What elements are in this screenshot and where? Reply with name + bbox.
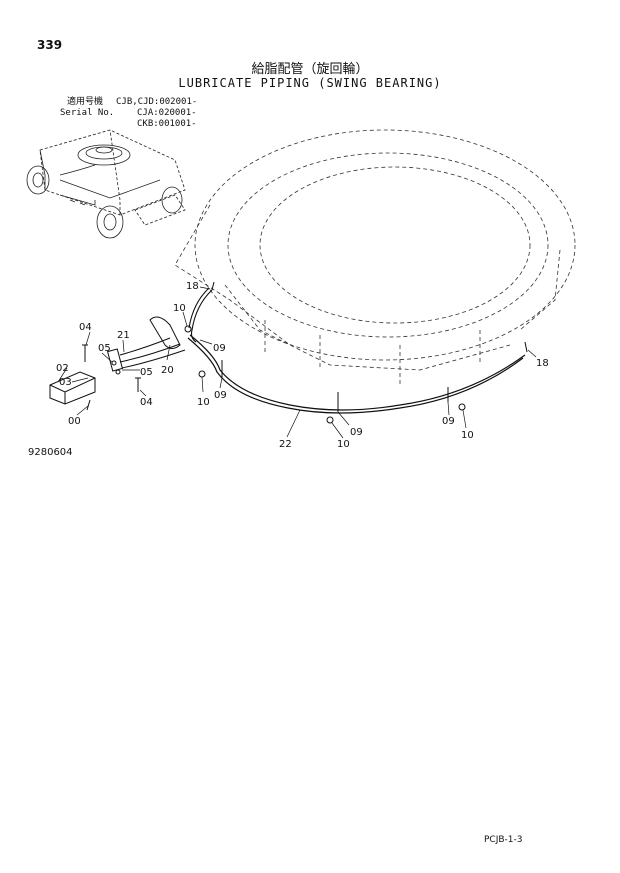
callout-04-upper: 04 <box>79 322 92 333</box>
leader-lines <box>57 286 537 439</box>
serial-label-jp: 適用号機 <box>67 97 104 107</box>
callout-10-right: 10 <box>461 430 474 441</box>
callout-05-right: 05 <box>140 367 153 378</box>
bolts <box>82 281 528 424</box>
callout-18-upper: 18 <box>186 281 199 292</box>
callout-labels: 18 10 04 21 09 05 02 03 20 05 04 10 09 0… <box>56 281 549 450</box>
callout-22: 22 <box>279 439 292 450</box>
callout-04-lower: 04 <box>140 397 153 408</box>
page-code: PCJB-1-3 <box>484 835 523 845</box>
drawing-number: 9280604 <box>28 447 73 458</box>
callout-10-lower: 10 <box>337 439 350 450</box>
page-number: 339 <box>37 38 63 52</box>
grease-hose-upper <box>188 287 213 343</box>
swing-bearing-ring <box>174 129 576 385</box>
callout-09-upper: 09 <box>213 343 226 354</box>
grease-hose-22 <box>187 334 526 414</box>
callout-03: 03 <box>59 377 72 388</box>
callout-09-right: 09 <box>442 416 455 427</box>
serial-label-en: Serial No. <box>60 108 115 118</box>
callout-00: 00 <box>68 416 81 427</box>
serial-model-1: CJB,CJD:002001- <box>116 97 198 107</box>
machine-overview-illustration <box>26 129 186 239</box>
callout-05-left: 05 <box>98 343 111 354</box>
callout-18-right: 18 <box>536 358 549 369</box>
title-japanese: 給脂配管（旋回輪） <box>251 62 369 77</box>
grease-block-20 <box>106 316 186 372</box>
callout-20: 20 <box>161 365 174 376</box>
callout-09-mid: 09 <box>214 390 227 401</box>
bracket-02 <box>49 371 96 405</box>
callout-09-lower: 09 <box>350 427 363 438</box>
serial-model-2: CJA:020001- <box>137 108 197 118</box>
callout-21: 21 <box>117 330 130 341</box>
callout-02: 02 <box>56 363 69 374</box>
callout-10-mid: 10 <box>197 397 210 408</box>
serial-model-3: CKB:001001- <box>137 119 197 129</box>
callout-10-upper: 10 <box>173 303 186 314</box>
title-english: LUBRICATE PIPING (SWING BEARING) <box>178 76 442 90</box>
